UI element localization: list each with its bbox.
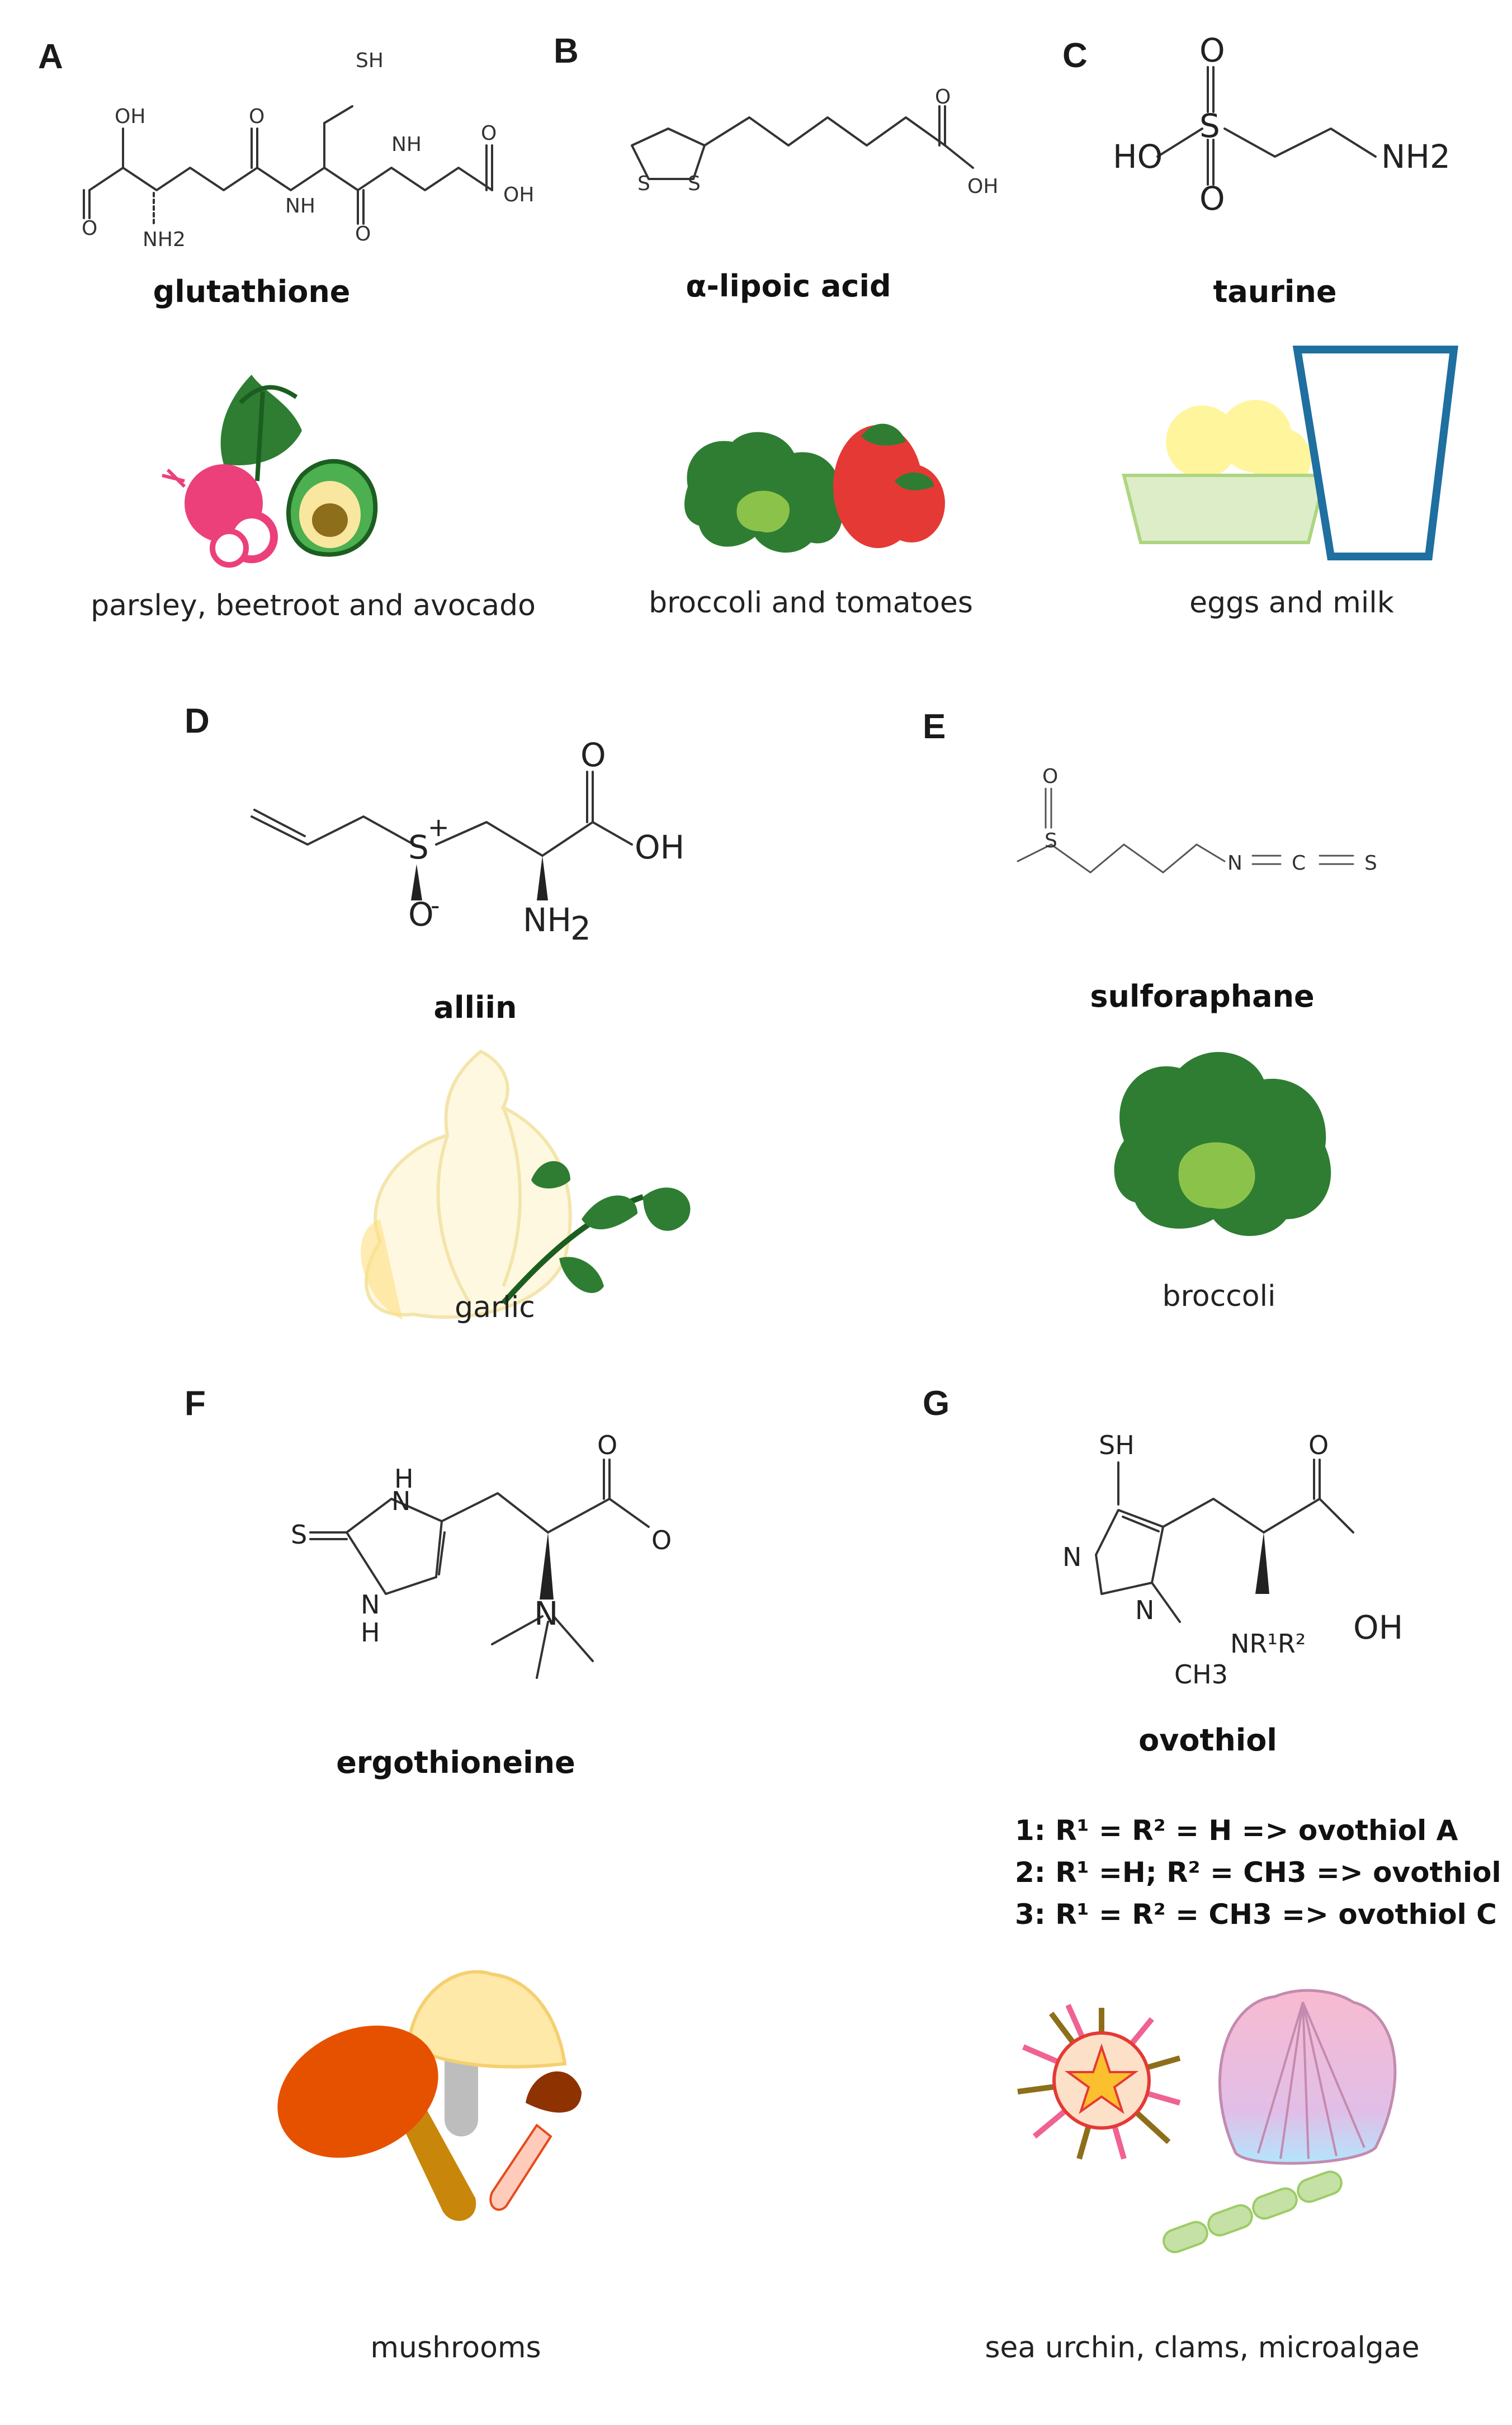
ovothiol-variant-c: 3: R¹ = R² = CH3 => ovothiol C <box>1015 1898 1497 1931</box>
alliin-structure: S + O - O OH NH 2 <box>251 736 684 947</box>
panel-b: B S S O OH α-lipoic acid broccoli and to… <box>554 32 998 620</box>
atom-nh2: NH2 <box>1381 138 1450 176</box>
compound-name-e: sulforaphane <box>1090 979 1314 1014</box>
glutathione-structure: SH O OH NH2 O NH O NH O OH <box>82 49 534 251</box>
atom-o: O <box>355 223 371 246</box>
atom-h: H <box>394 1464 414 1494</box>
food-caption-c: eggs and milk <box>1189 586 1394 620</box>
atom-nr1r2: NR¹R² <box>1230 1629 1306 1659</box>
atom-o: O <box>1199 180 1225 218</box>
atom-oh: OH <box>1353 1608 1403 1646</box>
atom-nh2: NH2 <box>143 228 186 251</box>
atom-o: O <box>580 736 606 774</box>
atom-s: S <box>637 172 650 195</box>
atom-nh: NH <box>391 133 422 156</box>
atom-s: S <box>408 828 429 866</box>
atom-oh: OH <box>115 105 145 128</box>
food-caption-e: broccoli <box>1163 1280 1276 1313</box>
panel-letter-a: A <box>38 37 63 76</box>
ovothiol-variant-list: 1: R¹ = R² = H => ovothiol A 2: R¹ =H; R… <box>1015 1814 1512 1931</box>
atom-o: O <box>597 1430 617 1460</box>
broccoli-icon <box>1114 1052 1331 1236</box>
atom-o: O <box>651 1525 672 1555</box>
atom-ho: HO <box>1113 138 1163 176</box>
food-caption-f: mushrooms <box>370 2331 541 2365</box>
panel-letter-e: E <box>923 707 946 746</box>
atom-o: O <box>1308 1430 1329 1460</box>
panel-letter-f: F <box>185 1384 206 1423</box>
panel-f: F S H N N H O O N ergothioneine <box>185 1384 672 2365</box>
panel-letter-b: B <box>554 32 579 70</box>
food-caption-d: garlic <box>455 1291 535 1324</box>
atom-ch3: CH3 <box>1174 1659 1228 1690</box>
food-caption-g: sea urchin, clams, microalgae <box>985 2331 1419 2365</box>
atom-s: S <box>1045 829 1057 852</box>
panel-letter-c: C <box>1062 36 1088 75</box>
ovothiol-variant-a: 1: R¹ = R² = H => ovothiol A <box>1015 1814 1458 1847</box>
ovothiol-variant-b: 2: R¹ =H; R² = CH3 => ovothiol B <box>1015 1856 1512 1889</box>
panel-g: G SH N N O OH NR¹R² CH3 ovothiol 1: R¹ =… <box>923 1384 1512 2365</box>
atom-s: S <box>1199 107 1220 145</box>
atom-h: H <box>361 1617 380 1648</box>
atom-sh: SH <box>1099 1430 1135 1460</box>
lipoic-acid-structure: S S O OH <box>631 86 998 198</box>
atom-o: O <box>249 105 264 128</box>
parsley-beetroot-avocado-icon <box>162 375 378 568</box>
atom-n-trimethyl: N <box>534 1594 558 1633</box>
atom-n: N <box>391 1486 410 1516</box>
atom-oh: OH <box>635 828 684 866</box>
sulforaphane-structure: O S N C S <box>1017 765 1377 875</box>
panel-letter-d: D <box>185 702 210 740</box>
panel-c: C HO S O O NH2 taurine eggs and milk <box>1062 31 1458 620</box>
mushrooms-icon <box>277 1970 582 2221</box>
atom-oh: OH <box>967 175 998 198</box>
atom-n: N <box>1062 1542 1081 1572</box>
atom-o: O <box>82 217 97 240</box>
panel-d: D S + O - O OH NH 2 alliin <box>185 702 691 1324</box>
panel-letter-g: G <box>923 1384 949 1423</box>
compound-name-b: α-lipoic acid <box>686 268 891 304</box>
atom-o: O <box>1042 765 1058 788</box>
garlic-parsley-icon <box>361 1049 691 1320</box>
atom-n: N <box>1227 852 1242 875</box>
atom-o: O <box>408 895 434 933</box>
compound-name-g: ovothiol <box>1138 1723 1277 1758</box>
compound-name-a: glutathione <box>153 274 351 309</box>
broccoli-tomatoes-icon <box>684 423 945 553</box>
atom-oh: OH <box>503 183 534 206</box>
atom-s: S <box>1364 852 1377 875</box>
compound-name-f: ergothioneine <box>336 1745 575 1780</box>
atom-o: O <box>1199 31 1225 69</box>
atom-subscript-2: 2 <box>570 909 591 947</box>
food-caption-b: broccoli and tomatoes <box>649 586 973 620</box>
compound-name-d: alliin <box>434 990 517 1025</box>
atom-charge-plus: + <box>428 812 450 842</box>
ergothioneine-structure: S H N N H O O N <box>291 1430 672 1679</box>
atom-charge-minus: - <box>431 890 440 921</box>
food-caption-a: parsley, beetroot and avocado <box>91 589 536 622</box>
atom-sh: SH <box>356 49 384 72</box>
atom-n: N <box>1135 1595 1154 1625</box>
atom-nh: NH <box>285 195 315 218</box>
taurine-structure: HO S O O NH2 <box>1113 31 1450 218</box>
atom-nh: NH <box>523 901 571 939</box>
atom-o: O <box>935 86 951 108</box>
ovothiol-structure: SH N N O OH NR¹R² CH3 <box>1062 1430 1403 1690</box>
atom-o: O <box>481 122 497 145</box>
sea-urchin-clams-microalgae-icon <box>1017 1989 1397 2253</box>
atom-s: S <box>291 1520 307 1550</box>
panel-e: E O S N C S sulforaphane broccoli <box>923 707 1377 1313</box>
atom-s: S <box>688 172 701 195</box>
eggs-milk-icon <box>1122 346 1458 560</box>
panel-a: A SH O OH NH2 O NH O NH O OH glutat <box>38 37 536 622</box>
compound-name-c: taurine <box>1213 274 1337 309</box>
microalgae-chain <box>1163 2171 1343 2253</box>
atom-c: C <box>1292 852 1306 875</box>
atom-n: N <box>361 1589 380 1620</box>
